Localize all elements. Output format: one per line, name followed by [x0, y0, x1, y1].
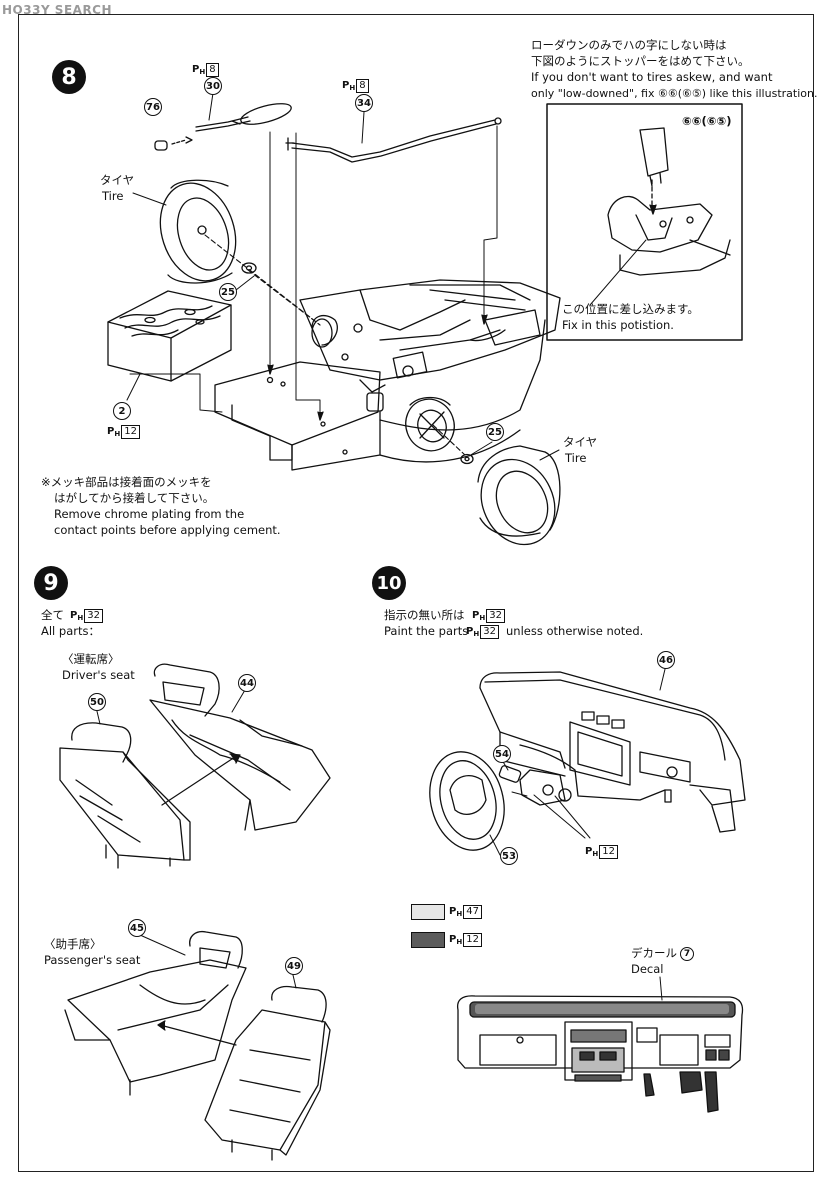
- steering-wheel-53: [419, 743, 514, 858]
- chrome-note-en-1: Remove chrome plating from the: [54, 507, 245, 521]
- tire-label-jp-right: タイヤ: [563, 435, 598, 449]
- low-down-note-jp-2: 下図のようにストッパーをはめて下さい。: [531, 54, 750, 68]
- decal-label-en: Decal: [631, 962, 664, 976]
- washer-25-left: [242, 263, 256, 273]
- step-9-marker: 9: [34, 566, 68, 600]
- chassis-body: [300, 280, 560, 411]
- part-25-left: 25: [219, 283, 237, 301]
- exhaust-pipe-30: [196, 100, 293, 131]
- legend-swatch-light: [411, 904, 445, 920]
- inset-part-label: ⑥⑥(⑥⑤): [682, 114, 732, 128]
- driver-seat-label-jp: 〈運転席〉: [62, 652, 120, 666]
- passenger-seat-label-en: Passenger's seat: [44, 953, 141, 967]
- chrome-note-jp-2: はがしてから接着して下さい。: [54, 491, 215, 505]
- chrome-note-en-2: contact points before applying cement.: [54, 523, 281, 537]
- insert-position-jp: この位置に差し込みます。: [562, 302, 699, 316]
- step-8-marker: 8: [52, 60, 86, 94]
- tire-left: [148, 173, 247, 290]
- driver-seat-50: [60, 707, 190, 868]
- insert-position-en: Fix in this potistion.: [562, 318, 674, 332]
- tire-label-en-left: Tire: [102, 189, 124, 203]
- part-44: 44: [238, 674, 256, 692]
- part-50: 50: [88, 693, 106, 711]
- watermark: HO33Y SEARCH: [2, 3, 113, 17]
- passenger-seat-label-jp: 〈助手席〉: [44, 937, 102, 951]
- part-46: 46: [657, 651, 675, 669]
- tire-right: [468, 446, 569, 557]
- part-34: 34: [355, 94, 373, 112]
- step-10-marker: 10: [372, 566, 406, 600]
- part-49: 49: [285, 957, 303, 975]
- part-2: 2: [113, 402, 131, 420]
- low-down-note-jp-1: ローダウンのみでハの字にしない時は: [531, 38, 727, 52]
- chassis-block-2: [108, 291, 231, 381]
- passenger-seat-49: [205, 975, 330, 1160]
- part-76: 76: [144, 98, 162, 116]
- tire-label-jp-left: タイヤ: [100, 173, 135, 187]
- part-45: 45: [128, 919, 146, 937]
- brake-disc: [399, 392, 462, 457]
- passenger-seatback-45: [65, 932, 246, 1095]
- part-25-right: 25: [486, 423, 504, 441]
- paint-note-en: Paint the parts: [384, 624, 469, 638]
- chrome-note-jp-1: ※メッキ部品は接着面のメッキを: [41, 475, 212, 489]
- low-down-inset-box: [547, 104, 742, 340]
- low-down-note-en-2: only "low-downed", fix ⑥⑥(⑥⑤) like this …: [531, 87, 818, 100]
- decal-number: 7: [680, 947, 694, 961]
- low-down-note-en-1: If you don't want to tires askew, and wa…: [531, 70, 773, 84]
- part-76-tip: [155, 137, 192, 150]
- part-53: 53: [500, 847, 518, 865]
- chassis-floor: [215, 320, 545, 470]
- legend-swatch-dark: [411, 932, 445, 948]
- page-frame: [18, 14, 814, 1172]
- dashboard-46: [480, 672, 745, 832]
- decal-label-jp: デカール: [631, 946, 677, 960]
- all-parts-jp: 全て: [41, 608, 64, 622]
- paint-note-en-b: unless otherwise noted.: [506, 624, 644, 638]
- part-30: 30: [204, 77, 222, 95]
- tire-label-en-right: Tire: [565, 451, 587, 465]
- exhaust-pipe-34: [286, 118, 501, 162]
- decal-panel: [458, 977, 743, 1112]
- driver-seatback-44: [150, 664, 330, 830]
- washer-25-right: [461, 455, 473, 464]
- all-parts-en: All parts：: [41, 624, 100, 638]
- driver-seat-label-en: Driver's seat: [62, 668, 135, 682]
- paint-note-jp: 指示の無い所は: [384, 608, 465, 622]
- part-54: 54: [493, 745, 511, 763]
